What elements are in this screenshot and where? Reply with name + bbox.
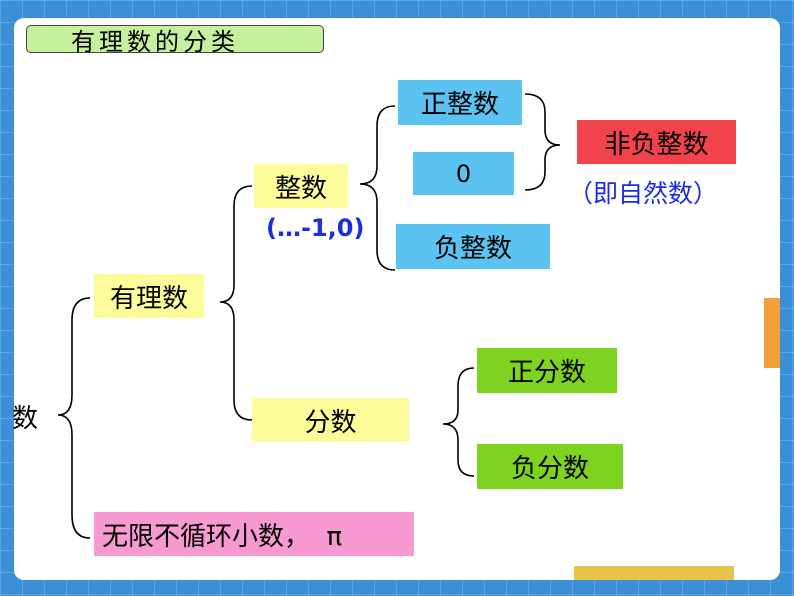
fraction-box: 分数 xyxy=(252,398,409,442)
rational-label: 有理数 xyxy=(109,283,188,314)
zero-box: 0 xyxy=(413,152,514,195)
brace-nonnegative xyxy=(524,93,561,191)
brace-integer xyxy=(359,105,396,271)
integer-examples: (…-1,0) xyxy=(266,214,365,242)
title-text: 有理数的分类 xyxy=(71,27,239,56)
positive-integer-box: 正整数 xyxy=(398,80,522,125)
nonnegative-integer-box: 非负整数 xyxy=(577,120,736,164)
title-box: 有理数的分类 xyxy=(26,25,324,56)
decoration-strip xyxy=(764,298,780,368)
fraction-label: 分数 xyxy=(304,407,357,438)
negative-fraction-label: 负分数 xyxy=(510,454,589,484)
negative-fraction-box: 负分数 xyxy=(477,444,623,489)
brace-rational xyxy=(219,185,253,421)
brace-root xyxy=(57,297,91,539)
rational-box: 有理数 xyxy=(94,274,204,318)
negative-integer-label: 负整数 xyxy=(433,234,512,264)
negative-integer-box: 负整数 xyxy=(396,224,550,269)
brace-fraction xyxy=(442,367,475,477)
integer-label: 整数 xyxy=(274,173,327,204)
positive-fraction-label: 正分数 xyxy=(507,358,586,388)
natural-number-note: （即自然数） xyxy=(568,179,719,208)
positive-fraction-box: 正分数 xyxy=(477,348,617,393)
root-label: 数 xyxy=(12,404,39,434)
irrational-box: 无限不循环小数， π xyxy=(94,512,414,556)
nonnegative-integer-label: 非负整数 xyxy=(604,129,709,160)
decoration-strip xyxy=(574,566,734,580)
integer-box: 整数 xyxy=(254,164,348,208)
irrational-label: 无限不循环小数， π xyxy=(102,521,343,552)
positive-integer-label: 正整数 xyxy=(420,90,499,120)
zero-label: 0 xyxy=(455,159,472,188)
